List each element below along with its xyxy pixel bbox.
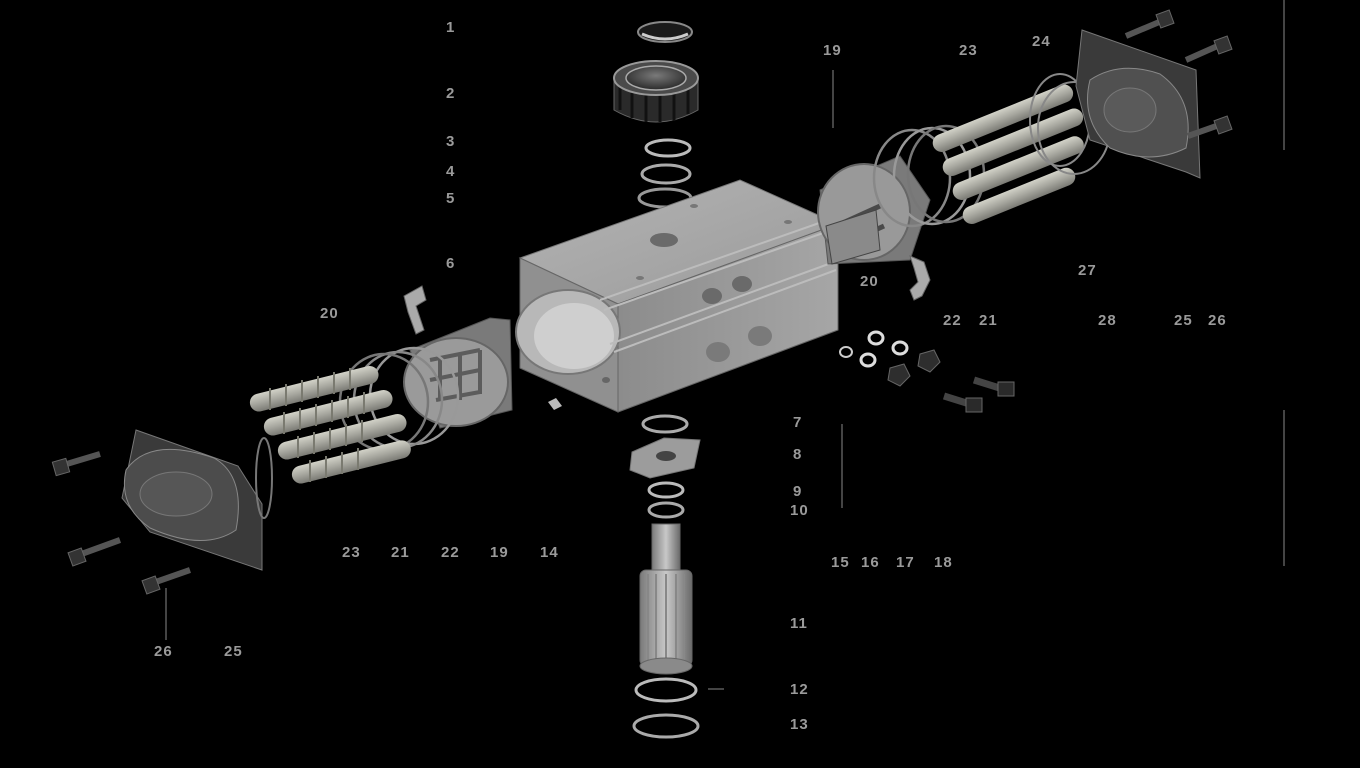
callout-3: 3 (446, 133, 456, 150)
callout-19-right: 19 (823, 42, 842, 59)
callout-28: 28 (1098, 312, 1117, 329)
part-right-piston-guide (909, 255, 931, 301)
callout-22-right: 22 (943, 312, 962, 329)
part-left-cap-bolts (51, 451, 191, 595)
part-shaft-washer (647, 501, 685, 519)
part-o-ring-lower (632, 713, 700, 739)
part-circlip (644, 138, 692, 158)
part-port-washers (839, 330, 909, 368)
callout-20-right: 20 (860, 273, 879, 290)
callout-27: 27 (1078, 262, 1097, 279)
part-left-springs (249, 365, 411, 484)
callout-8: 8 (793, 446, 803, 463)
callout-7: 7 (793, 414, 803, 431)
callout-5: 5 (446, 190, 456, 207)
part-right-springs (932, 84, 1084, 224)
callout-16: 16 (861, 554, 880, 571)
callout-2: 2 (446, 85, 456, 102)
callout-21-right: 21 (979, 312, 998, 329)
part-o-ring-bottom (641, 414, 689, 434)
callout-13: 13 (790, 716, 809, 733)
part-indicator-cap (637, 21, 693, 43)
callout-25-left: 25 (224, 643, 243, 660)
part-right-end-cap (1075, 29, 1201, 179)
callout-10: 10 (790, 502, 809, 519)
callout-6: 6 (446, 255, 456, 272)
callout-23-right: 23 (959, 42, 978, 59)
callout-20-left: 20 (320, 305, 339, 322)
part-left-piston (403, 317, 513, 429)
callout-17: 17 (896, 554, 915, 571)
part-left-end-cap (121, 429, 273, 571)
callout-19-left: 19 (490, 544, 509, 561)
part-washer (640, 163, 692, 185)
part-port-plugs (887, 349, 941, 387)
callout-9: 9 (793, 483, 803, 500)
callout-22-left: 22 (441, 544, 460, 561)
callout-15: 15 (831, 554, 850, 571)
part-cam-plate (629, 437, 701, 479)
callout-14: 14 (540, 544, 559, 561)
callout-21-left: 21 (391, 544, 410, 561)
part-right-cap-bolts (1124, 9, 1233, 139)
part-actuator-body (515, 179, 840, 413)
part-adjustment-screws (942, 376, 1015, 413)
part-bearing-bottom (634, 677, 698, 703)
part-shaft-circlip (647, 481, 685, 499)
callout-26-left: 26 (154, 643, 173, 660)
leader-lines (165, 0, 1285, 690)
callout-4: 4 (446, 163, 456, 180)
callout-18: 18 (934, 554, 953, 571)
callout-24: 24 (1032, 33, 1051, 50)
callout-26-right: 26 (1208, 312, 1227, 329)
callout-25-right: 25 (1174, 312, 1193, 329)
callout-1: 1 (446, 19, 456, 36)
part-cam-small (548, 398, 562, 410)
part-pinion-shaft (639, 523, 693, 675)
callout-11: 11 (790, 615, 808, 632)
part-right-piston (817, 155, 931, 265)
part-indicator-knob (613, 60, 699, 123)
callout-23-left: 23 (342, 544, 361, 561)
callout-12: 12 (790, 681, 809, 698)
part-left-piston-guide (403, 285, 427, 335)
